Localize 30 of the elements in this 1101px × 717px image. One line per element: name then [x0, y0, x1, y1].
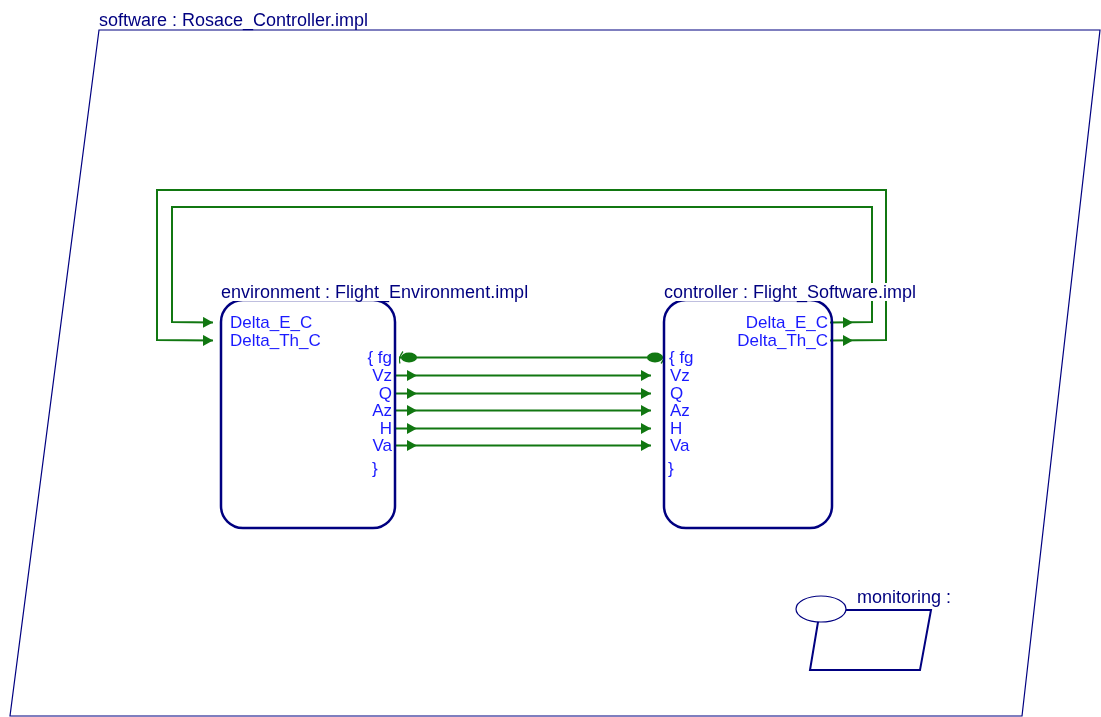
port-label: { fg: [669, 349, 694, 366]
connection-arrow: [393, 388, 652, 399]
connection-arrow: [171, 206, 873, 328]
frame-title: software : Rosace_Controller.impl: [99, 11, 369, 29]
port-label: Delta_Th_C: [230, 332, 321, 349]
port-label: Va: [372, 437, 392, 454]
port-label: Delta_E_C: [745, 314, 828, 331]
port-label: { fg: [367, 349, 392, 366]
bracket-label: }: [668, 460, 674, 477]
port-label: H: [379, 420, 392, 437]
port-label: Vz: [372, 367, 392, 384]
port-label: Q: [378, 385, 392, 402]
bracket-label: }: [372, 460, 378, 477]
component-title: environment : Flight_Environment.impl: [221, 283, 529, 301]
port-label: Az: [372, 402, 392, 419]
connection-arrow: [156, 189, 887, 346]
port-label: H: [670, 420, 683, 437]
connection-arrow: [393, 423, 652, 434]
port-label: Delta_E_C: [230, 314, 313, 331]
connection-line: [398, 350, 666, 365]
connection-arrow: [393, 440, 652, 451]
port-label: Az: [670, 402, 690, 419]
connection-arrow: [393, 370, 652, 381]
process-title: monitoring :: [857, 588, 952, 606]
port-label: Q: [670, 385, 684, 402]
port-label: Vz: [670, 367, 690, 384]
component-title: controller : Flight_Software.impl: [664, 283, 917, 301]
connection-arrow: [393, 405, 652, 416]
port-label: Delta_Th_C: [737, 332, 828, 349]
port-label: Va: [670, 437, 690, 454]
